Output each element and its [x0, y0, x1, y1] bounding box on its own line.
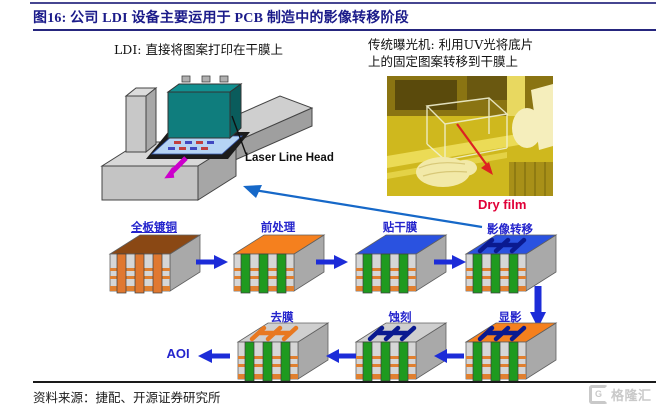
- ldi-machine-illustration: [90, 74, 382, 216]
- stage-label-strip: 去膜: [270, 312, 294, 324]
- pcb-block-develop: [460, 318, 560, 386]
- arrow-down-icon: [530, 286, 546, 328]
- exposure-caption-line1: 传统曝光机: 利用UV光将底片: [368, 37, 534, 52]
- exposure-caption: 传统曝光机: 利用UV光将底片 上的固定图案转移到干膜上: [368, 36, 533, 70]
- title-underline-rule: [33, 29, 656, 31]
- ldi-caption: LDI: 直接将图案打印在干膜上: [114, 42, 283, 57]
- pcb-block-plating: [104, 230, 204, 298]
- arrow-right-icon: [434, 255, 466, 269]
- stage-label-pretreat: 前处理: [260, 222, 296, 234]
- arrow-right-icon: [196, 255, 228, 269]
- pcb-block-pretreat: [228, 230, 328, 298]
- stage-label-etch: 蚀刻: [388, 312, 412, 324]
- figure-title: 图16: 公司 LDI 设备主要运用于 PCB 制造中的影像转移阶段: [33, 11, 409, 26]
- stage-label-plating: 全板镀铜: [131, 222, 177, 234]
- exposure-photo: [387, 76, 553, 196]
- stage-label-develop: 显影: [498, 312, 522, 324]
- pcb-block-etch: [350, 318, 450, 386]
- pcb-block-imaging: [460, 230, 560, 298]
- arrow-right-icon: [316, 255, 348, 269]
- watermark-g-icon: G: [589, 385, 608, 404]
- arrow-left-icon: [434, 349, 464, 363]
- watermark-text: 格隆汇: [611, 388, 652, 403]
- stage-label-laminate: 贴干膜: [382, 222, 418, 234]
- arrow-left-icon: [326, 349, 356, 363]
- arrow-left-icon: [198, 349, 230, 363]
- pcb-block-strip: [232, 318, 332, 386]
- laser-line-head-label: Laser Line Head: [245, 152, 334, 164]
- watermark-logo: G 格隆汇: [589, 385, 652, 404]
- bottom-rule: [33, 381, 656, 383]
- stage-label-imaging: 影像转移: [487, 224, 533, 236]
- aoi-label: AOI: [166, 346, 190, 361]
- dry-film-label: Dry film: [478, 197, 527, 212]
- pcb-block-laminate: [350, 230, 450, 298]
- exposure-caption-line2: 上的固定图案转移到干膜上: [368, 54, 519, 69]
- source-note: 资料来源：捷配、开源证券研究所: [33, 390, 221, 405]
- top-rule: [30, 2, 656, 4]
